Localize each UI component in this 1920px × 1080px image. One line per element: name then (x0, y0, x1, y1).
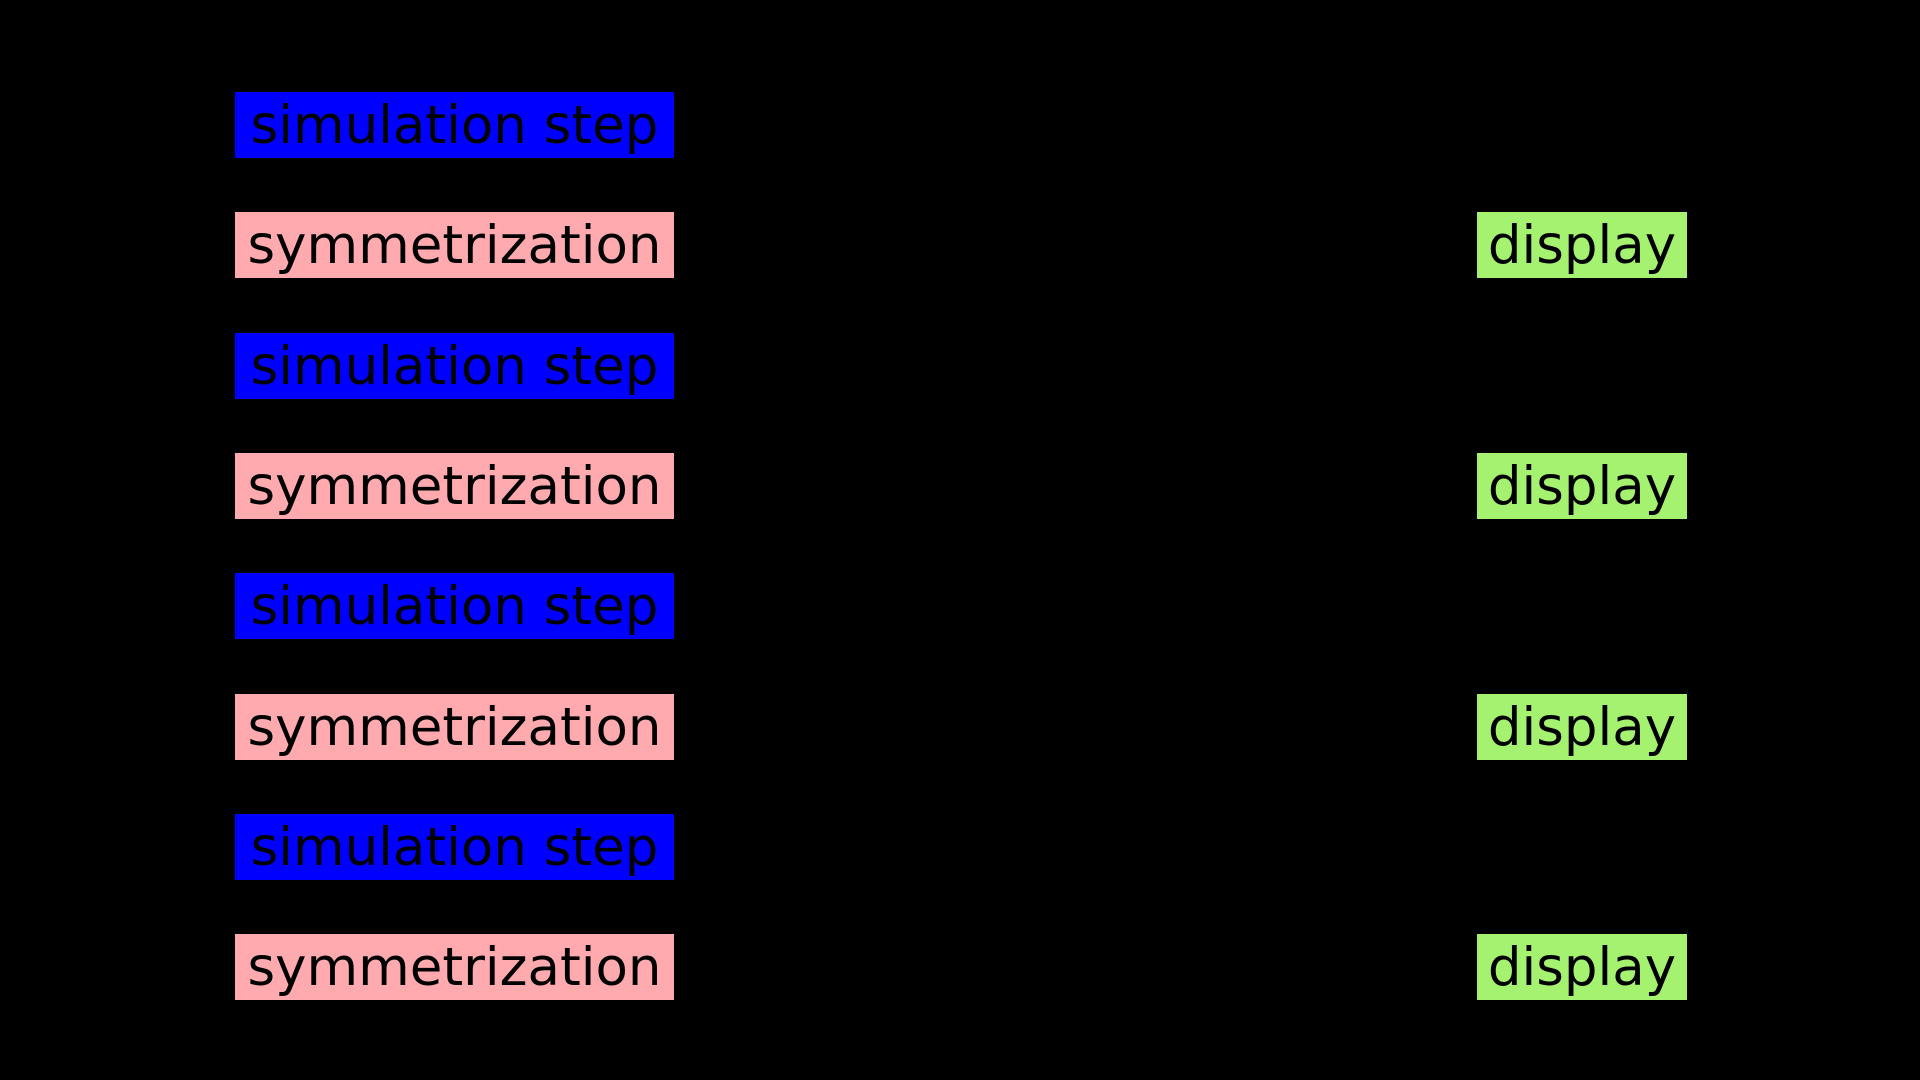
display-box: display (1477, 694, 1687, 760)
symmetrization-box: symmetrization (235, 453, 674, 519)
display-box: display (1477, 212, 1687, 278)
display-box: display (1477, 934, 1687, 1000)
symmetrization-box: symmetrization (235, 934, 674, 1000)
simulation-step-box: simulation step (235, 92, 674, 158)
display-box: display (1477, 453, 1687, 519)
simulation-step-box: simulation step (235, 333, 674, 399)
simulation-step-box: simulation step (235, 573, 674, 639)
symmetrization-box: symmetrization (235, 694, 674, 760)
symmetrization-box: symmetrization (235, 212, 674, 278)
simulation-step-box: simulation step (235, 814, 674, 880)
